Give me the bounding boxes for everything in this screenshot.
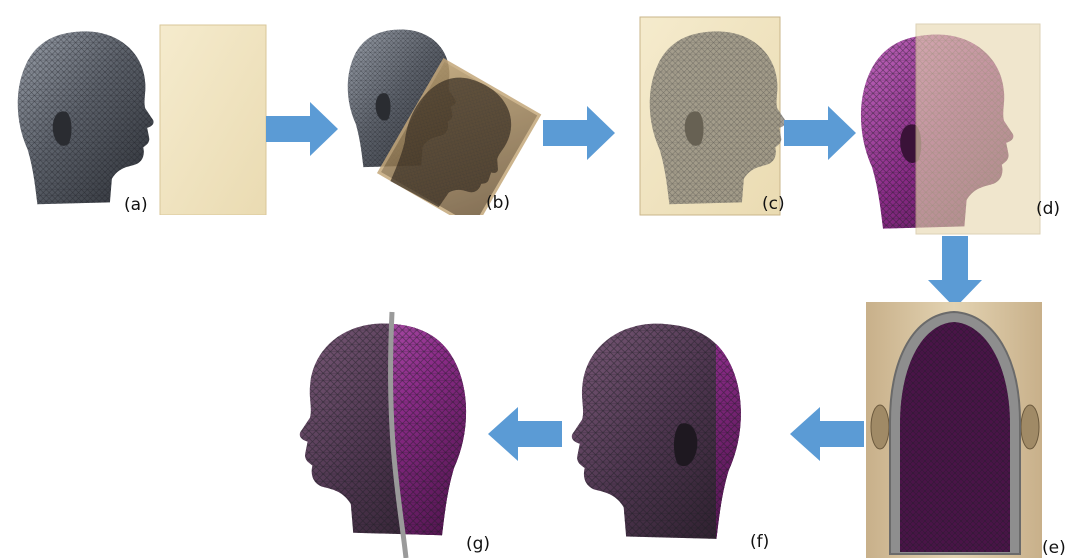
- head-mold-insert-b: [340, 20, 545, 215]
- panel-a: (a): [6, 10, 270, 215]
- mold-block-a: [160, 25, 266, 215]
- panel-d: (d): [848, 16, 1062, 238]
- panel-g: (g): [296, 302, 492, 558]
- panel-c: (c): [612, 12, 787, 217]
- panel-f: (f): [568, 302, 788, 558]
- arrow-b-c: [543, 106, 615, 160]
- arrow-e-f: [790, 407, 864, 461]
- arrow-f-g: [488, 407, 562, 461]
- panel-b: (b): [340, 20, 545, 215]
- arrow-c-d: [784, 106, 856, 160]
- mold-half-d: [916, 24, 1040, 234]
- right-ear-icon: [1021, 405, 1039, 449]
- head-in-mold-c: [612, 12, 787, 217]
- label-g: (g): [466, 536, 490, 553]
- arrow-d-e: [928, 236, 982, 308]
- label-f: (f): [750, 534, 769, 551]
- head-final-g: [296, 302, 492, 558]
- label-d: (d): [1036, 201, 1060, 218]
- label-e: (e): [1042, 540, 1066, 557]
- panel-e: (e): [862, 302, 1068, 558]
- left-ear-icon: [871, 405, 889, 449]
- head-cut-d: [848, 16, 1062, 238]
- head-composite-f: [568, 302, 788, 558]
- arrow-a-b: [266, 102, 338, 156]
- label-b: (b): [486, 195, 510, 212]
- label-a: (a): [124, 197, 148, 214]
- head-model-a: [6, 10, 270, 215]
- label-c: (c): [762, 196, 785, 213]
- head-back-view-e: [862, 302, 1068, 558]
